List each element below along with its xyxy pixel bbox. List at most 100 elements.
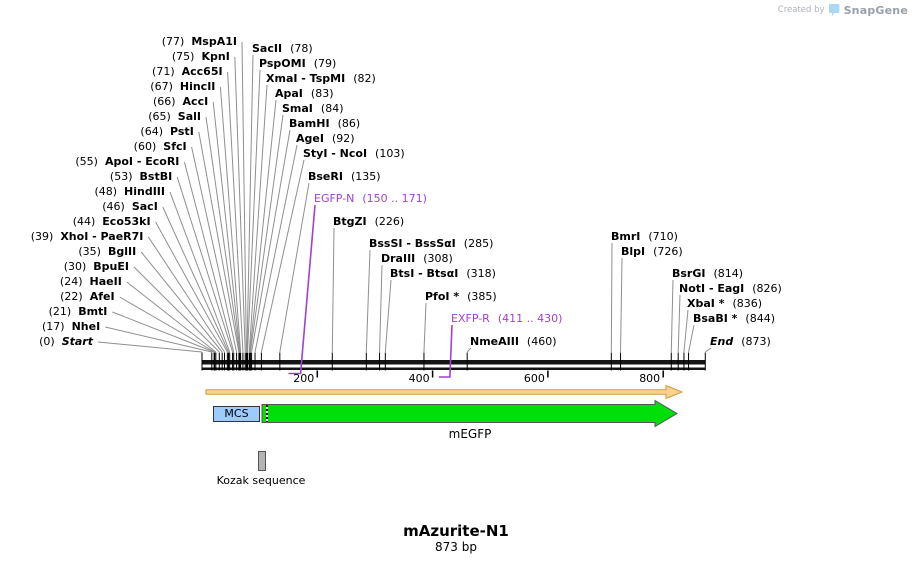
site-label-BtsI-Bts-I[interactable]: BtsI - BtsαI(318)	[390, 267, 496, 280]
site-name: BpuEI	[93, 260, 129, 273]
site-position: (48)	[94, 185, 118, 198]
connector-line	[112, 311, 215, 353]
site-label-BmrI[interactable]: BmrI(710)	[611, 230, 678, 243]
primer-label-EGFP-N[interactable]: EGFP-N(150 .. 171)	[314, 192, 427, 205]
site-label-SmaI[interactable]: SmaI(84)	[282, 102, 344, 115]
connector-line	[670, 279, 674, 353]
site-label-NheI[interactable]: (17)NheI	[0, 320, 100, 333]
created-by-text: Created by	[777, 5, 825, 15]
connector-line	[140, 251, 223, 353]
site-position: (103)	[375, 147, 405, 160]
site-position: (385)	[467, 290, 497, 303]
site-name: XhoI - PaeR7I	[60, 230, 144, 243]
site-name: SacI	[131, 200, 158, 213]
site-label-NotI-EagI[interactable]: NotI - EagI(826)	[679, 282, 782, 295]
site-name: BsaBI *	[693, 312, 738, 325]
site-name: BseRI	[308, 170, 343, 183]
site-label-ApoI-EcoRI[interactable]: (55)ApoI - EcoRI	[0, 155, 179, 168]
site-name: BmtI	[78, 305, 108, 318]
ruler-label: 800	[639, 372, 661, 385]
primer-region-EGFP-N[interactable]	[288, 204, 316, 375]
site-name: Acc65I	[181, 65, 223, 78]
site-label-StyI-NcoI[interactable]: StyI - NcoI(103)	[303, 147, 405, 160]
megfp-arrow[interactable]	[261, 399, 678, 428]
site-name: EXFP-R	[451, 312, 490, 325]
site-label-DraIII[interactable]: DraIII(308)	[381, 252, 453, 265]
site-label-ApaI[interactable]: ApaI(83)	[275, 87, 334, 100]
site-label-SfcI[interactable]: (60)SfcI	[0, 140, 187, 153]
site-name: MspA1I	[191, 35, 237, 48]
site-label-HincII[interactable]: (67)HincII	[0, 80, 215, 93]
site-name: SfcI	[163, 140, 187, 153]
site-label-BpuEI[interactable]: (30)BpuEI	[0, 260, 129, 273]
site-label-KpnI[interactable]: (75)KpnI	[0, 50, 230, 63]
site-label-PstI[interactable]: (64)PstI	[0, 125, 193, 138]
site-label-SacII[interactable]: SacII(78)	[252, 42, 313, 55]
site-name: SalI	[177, 110, 201, 123]
connector-line	[227, 71, 244, 353]
site-name: DraIII	[381, 252, 416, 265]
site-position: (65)	[148, 110, 171, 123]
site-label-HindIII[interactable]: (48)HindIII	[0, 185, 165, 198]
connector-line	[219, 86, 242, 353]
site-label-PfoI-[interactable]: PfoI *(385)	[425, 290, 497, 303]
site-label-MspA1I[interactable]: (77)MspA1I	[0, 35, 237, 48]
site-label-BmtI[interactable]: (21)BmtI	[0, 305, 108, 318]
selection-arrow[interactable]	[205, 384, 684, 400]
site-label-SalI[interactable]: (65) SalI	[0, 110, 201, 123]
connector-line	[610, 242, 613, 353]
site-name: BmrI	[611, 230, 641, 243]
site-label-Acc65I[interactable]: (71)Acc65I	[0, 65, 223, 78]
primer-label-EXFP-R[interactable]: EXFP-R(411 .. 430)	[451, 312, 562, 325]
megfp-label: mEGFP	[448, 427, 492, 441]
site-position: (35)	[78, 245, 101, 258]
mcs-feature[interactable]: MCS	[213, 406, 260, 422]
connector-line	[331, 227, 335, 353]
connector-line	[677, 294, 681, 353]
site-position: (24)	[59, 275, 83, 288]
connector-line	[620, 257, 623, 353]
site-label-Eco53kI[interactable]: (44)Eco53kI	[0, 215, 151, 228]
connector-line	[176, 176, 234, 353]
site-label-End[interactable]: End(873)	[710, 335, 771, 348]
site-label-PspOMI[interactable]: PspOMI(79)	[259, 57, 336, 70]
site-label-Start[interactable]: (0)Start	[0, 335, 93, 348]
site-name: XbaI *	[687, 297, 725, 310]
site-position: (84)	[320, 102, 344, 115]
site-label-BsaBI-[interactable]: BsaBI *(844)	[693, 312, 775, 325]
site-position: (814)	[713, 267, 744, 280]
site-label-BlpI[interactable]: BlpI(726)	[621, 245, 683, 258]
site-position: (78)	[290, 42, 313, 55]
connector-line	[466, 347, 472, 353]
site-label-SacI[interactable]: (46)SacI	[0, 200, 158, 213]
site-label-XmaI-TspMI[interactable]: XmaI - TspMI(82)	[266, 72, 376, 85]
site-label-BglII[interactable]: (35)BglII	[0, 245, 136, 258]
primer-region-EXFP-R[interactable]	[438, 324, 453, 378]
site-position: (150 .. 171)	[362, 192, 427, 205]
site-label-AgeI[interactable]: AgeI(92)	[296, 132, 355, 145]
site-label-NmeAIII[interactable]: NmeAIII(460)	[470, 335, 557, 348]
site-label-BtgZI[interactable]: BtgZI (226)	[333, 215, 404, 228]
site-name: HaeII	[89, 275, 122, 288]
site-label-BssSI-BssS-I[interactable]: BssSI - BssSαI(285)	[369, 237, 493, 250]
site-label-AfeI[interactable]: (22)AfeI	[0, 290, 114, 303]
site-label-HaeII[interactable]: (24) HaeII	[0, 275, 122, 288]
site-name: BtgZI	[333, 215, 367, 228]
sequence-line[interactable]	[202, 360, 706, 365]
site-label-AccI[interactable]: (66)AccI	[0, 95, 208, 108]
site-label-BseRI[interactable]: BseRI(135)	[308, 170, 381, 183]
kozak-feature[interactable]	[258, 451, 266, 471]
site-label-BsrGI[interactable]: BsrGI(814)	[672, 267, 743, 280]
connector-line	[126, 281, 217, 353]
site-label-BamHI[interactable]: BamHI(86)	[289, 117, 360, 130]
site-name: BssSI - BssSαI	[369, 237, 456, 250]
connector-line	[423, 302, 427, 353]
site-name: KpnI	[201, 50, 230, 63]
site-label-BstBI[interactable]: (53)BstBI	[0, 170, 172, 183]
connector-line	[688, 324, 695, 353]
site-position: (226)	[374, 215, 405, 228]
site-position: (66)	[152, 95, 176, 108]
site-label-XhoI-PaeR7I[interactable]: (39)XhoI - PaeR7I	[0, 230, 144, 243]
connector-line	[704, 347, 712, 353]
site-label-XbaI-[interactable]: XbaI *(836)	[687, 297, 762, 310]
